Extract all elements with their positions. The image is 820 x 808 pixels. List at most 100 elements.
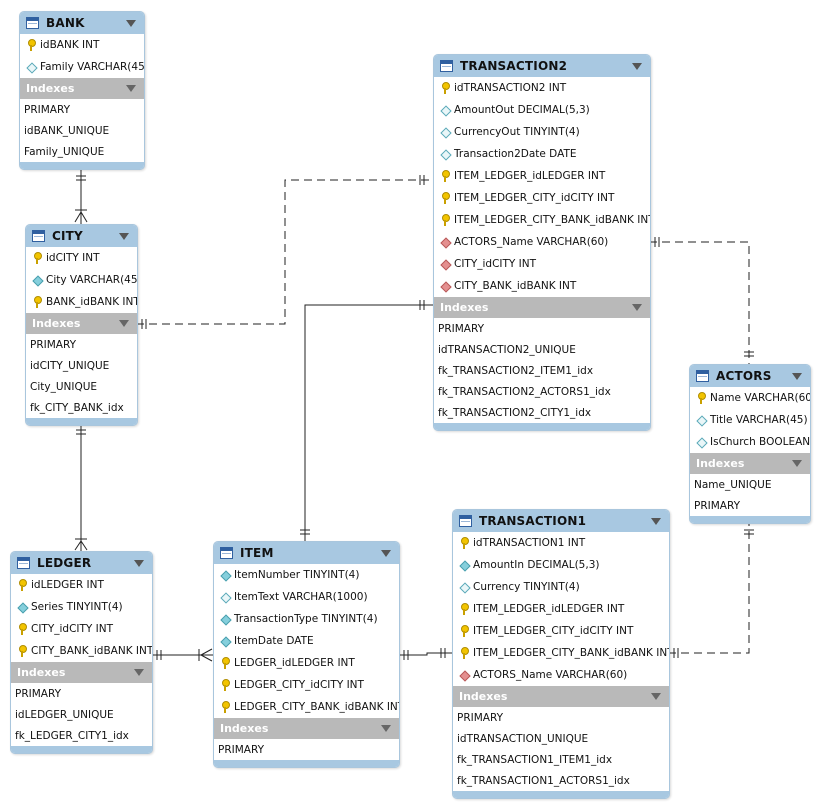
table-ledger[interactable]: LEDGER idLEDGER INT Series TINYINT(4) CI… [10, 551, 153, 754]
column-row[interactable]: idLEDGER INT [11, 574, 152, 596]
column-row[interactable]: CITY_idCITY INT [11, 618, 152, 640]
column-row[interactable]: CITY_idCITY INT [434, 253, 650, 275]
collapse-arrow-icon[interactable] [792, 373, 802, 380]
collapse-arrow-icon[interactable] [381, 550, 391, 557]
collapse-arrow-icon[interactable] [134, 560, 144, 567]
index-row[interactable]: idLEDGER_UNIQUE [15, 708, 114, 721]
column-row[interactable]: Name VARCHAR(60) [690, 387, 810, 409]
relation-city-ledger[interactable] [74, 425, 88, 551]
column-row[interactable]: CurrencyOut TINYINT(4) [434, 121, 650, 143]
collapse-arrow-icon[interactable] [126, 20, 136, 27]
collapse-arrow-icon[interactable] [126, 85, 136, 92]
column-row[interactable]: Transaction2Date DATE [434, 143, 650, 165]
column-row[interactable]: ITEM_LEDGER_CITY_idCITY INT [453, 620, 669, 642]
index-row[interactable]: fk_TRANSACTION1_ACTORS1_idx [457, 774, 630, 787]
index-row[interactable]: PRIMARY [694, 499, 741, 512]
collapse-arrow-icon[interactable] [651, 693, 661, 700]
index-row[interactable]: fk_TRANSACTION2_ITEM1_idx [438, 364, 594, 377]
column-row[interactable]: ItemText VARCHAR(1000) [214, 586, 399, 608]
column-row[interactable]: ITEM_LEDGER_CITY_BANK_idBANK INT [453, 642, 669, 664]
indexes-header[interactable]: Indexes [453, 686, 669, 707]
index-row[interactable]: fk_TRANSACTION2_ACTORS1_idx [438, 385, 611, 398]
indexes-header[interactable]: Indexes [20, 78, 144, 99]
collapse-arrow-icon[interactable] [792, 460, 802, 467]
column-row[interactable]: AmountOut DECIMAL(5,3) [434, 99, 650, 121]
column-row[interactable]: ITEM_LEDGER_idLEDGER INT [434, 165, 650, 187]
table-transaction2[interactable]: TRANSACTION2 idTRANSACTION2 INT AmountOu… [433, 54, 651, 431]
table-item[interactable]: ITEM ItemNumber TINYINT(4) ItemText VARC… [213, 541, 400, 768]
collapse-arrow-icon[interactable] [134, 669, 144, 676]
index-row[interactable]: fk_TRANSACTION1_ITEM1_idx [457, 753, 613, 766]
collapse-arrow-icon[interactable] [632, 63, 642, 70]
column-row[interactable]: ACTORS_Name VARCHAR(60) [453, 664, 669, 686]
relation-item-transaction1[interactable] [398, 648, 452, 660]
relation-actors-transaction2[interactable] [649, 237, 754, 364]
indexes-header[interactable]: Indexes [214, 718, 399, 739]
column-row[interactable]: ITEM_LEDGER_CITY_BANK_idBANK INT [434, 209, 650, 231]
index-row[interactable]: PRIMARY [218, 743, 265, 756]
column-row[interactable]: LEDGER_CITY_BANK_idBANK INT [214, 696, 399, 718]
table-header[interactable]: ITEM [214, 542, 399, 564]
indexes-header[interactable]: Indexes [690, 453, 810, 474]
column-row[interactable]: TransactionType TINYINT(4) [214, 608, 399, 630]
collapse-arrow-icon[interactable] [632, 304, 642, 311]
table-header[interactable]: CITY [26, 225, 137, 247]
index-row[interactable]: PRIMARY [457, 711, 504, 724]
table-actors[interactable]: ACTORS Name VARCHAR(60) Title VARCHAR(45… [689, 364, 811, 524]
index-row[interactable]: fk_LEDGER_CITY1_idx [15, 729, 129, 742]
table-bank[interactable]: BANK idBANK INT Family VARCHAR(45) Index… [19, 11, 145, 170]
collapse-arrow-icon[interactable] [119, 233, 129, 240]
relation-city-transaction2[interactable] [136, 175, 433, 329]
index-row[interactable]: idTRANSACTION2_UNIQUE [438, 343, 576, 356]
column-row[interactable]: LEDGER_idLEDGER INT [214, 652, 399, 674]
relation-actors-transaction1[interactable] [668, 523, 754, 658]
table-city[interactable]: CITY idCITY INT City VARCHAR(45) BANK_id… [25, 224, 138, 426]
column-row[interactable]: AmountIn DECIMAL(5,3) [453, 554, 669, 576]
index-row[interactable]: PRIMARY [24, 103, 71, 116]
index-row[interactable]: City_UNIQUE [30, 380, 98, 393]
column-row[interactable]: ItemNumber TINYINT(4) [214, 564, 399, 586]
column-row[interactable]: BANK_idBANK INT [26, 291, 137, 313]
indexes-header[interactable]: Indexes [11, 662, 152, 683]
column-row[interactable]: ITEM_LEDGER_CITY_idCITY INT [434, 187, 650, 209]
index-row[interactable]: idTRANSACTION_UNIQUE [457, 732, 589, 745]
column-row[interactable]: Title VARCHAR(45) [690, 409, 810, 431]
column-row[interactable]: ITEM_LEDGER_idLEDGER INT [453, 598, 669, 620]
table-header[interactable]: BANK [20, 12, 144, 34]
index-row[interactable]: Name_UNIQUE [694, 478, 772, 491]
table-header[interactable]: TRANSACTION1 [453, 510, 669, 532]
table-transaction1[interactable]: TRANSACTION1 idTRANSACTION1 INT AmountIn… [452, 509, 670, 799]
index-row[interactable]: fk_CITY_BANK_idx [30, 401, 124, 414]
column-row[interactable]: idCITY INT [26, 247, 137, 269]
indexes-header[interactable]: Indexes [434, 297, 650, 318]
column-row[interactable]: idBANK INT [20, 34, 144, 56]
index-row[interactable]: fk_TRANSACTION2_CITY1_idx [438, 406, 592, 419]
column-row[interactable]: City VARCHAR(45) [26, 269, 137, 291]
column-row[interactable]: Family VARCHAR(45) [20, 56, 144, 78]
table-header[interactable]: ACTORS [690, 365, 810, 387]
relation-ledger-item[interactable] [151, 648, 213, 662]
table-header[interactable]: LEDGER [11, 552, 152, 574]
column-row[interactable]: CITY_BANK_idBANK INT [11, 640, 152, 662]
index-row[interactable]: PRIMARY [438, 322, 485, 335]
index-row[interactable]: idBANK_UNIQUE [24, 124, 110, 137]
index-row[interactable]: PRIMARY [30, 338, 77, 351]
table-header[interactable]: TRANSACTION2 [434, 55, 650, 77]
column-row[interactable]: LEDGER_CITY_idCITY INT [214, 674, 399, 696]
column-row[interactable]: ACTORS_Name VARCHAR(60) [434, 231, 650, 253]
column-row[interactable]: idTRANSACTION1 INT [453, 532, 669, 554]
indexes-header[interactable]: Indexes [26, 313, 137, 334]
index-row[interactable]: PRIMARY [15, 687, 62, 700]
index-row[interactable]: Family_UNIQUE [24, 145, 105, 158]
relation-bank-city[interactable] [74, 170, 88, 224]
column-row[interactable]: Currency TINYINT(4) [453, 576, 669, 598]
column-row[interactable]: idTRANSACTION2 INT [434, 77, 650, 99]
collapse-arrow-icon[interactable] [651, 518, 661, 525]
collapse-arrow-icon[interactable] [119, 320, 129, 327]
column-row[interactable]: Series TINYINT(4) [11, 596, 152, 618]
relation-item-transaction2[interactable] [300, 300, 433, 541]
collapse-arrow-icon[interactable] [381, 725, 391, 732]
column-row[interactable]: CITY_BANK_idBANK INT [434, 275, 650, 297]
column-row[interactable]: IsChurch BOOLEAN [690, 431, 810, 453]
column-row[interactable]: ItemDate DATE [214, 630, 399, 652]
